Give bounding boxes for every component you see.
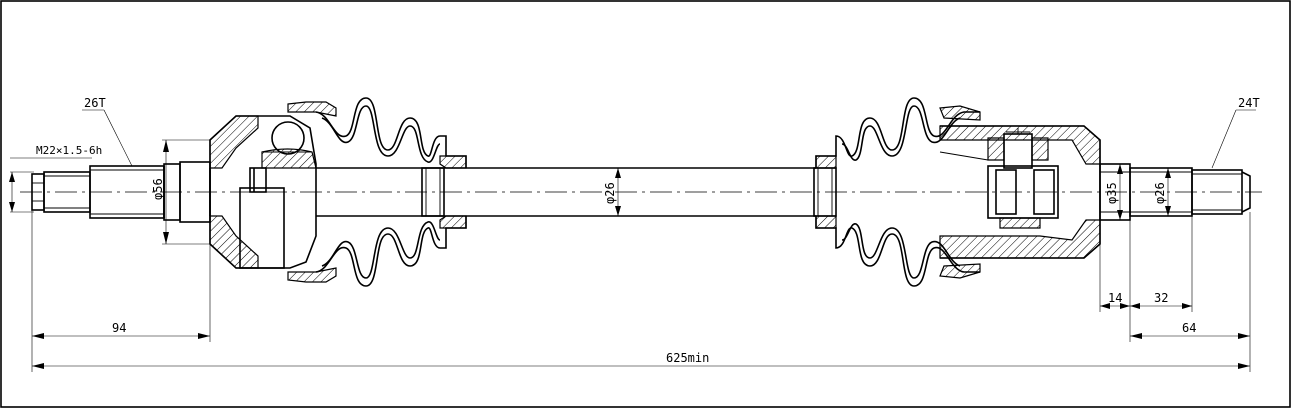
spline-right-label: 24T <box>1238 96 1260 110</box>
right-boot <box>815 97 981 287</box>
right-tripod-joint <box>939 125 1131 259</box>
dia-right-stub-label: φ26 <box>1153 182 1167 204</box>
dim-64-label: 64 <box>1182 321 1196 335</box>
left-outer-cv-joint <box>209 101 337 283</box>
thread-label: M22×1.5-6h <box>36 144 102 157</box>
dimension-lines <box>9 109 1256 372</box>
dia-shaft-label: φ26 <box>603 182 617 204</box>
dim-14-label: 14 <box>1108 291 1122 305</box>
right-spline-stub <box>1129 167 1251 217</box>
dim-left-label: 94 <box>112 321 126 335</box>
dim-total-label: 625min <box>666 351 709 365</box>
spline-left-label: 26T <box>84 96 106 110</box>
dia-outer-left-label: φ56 <box>151 178 165 200</box>
dia-right-housing-label: φ35 <box>1105 182 1119 204</box>
dim-32-label: 32 <box>1154 291 1168 305</box>
left-boot <box>315 97 467 287</box>
